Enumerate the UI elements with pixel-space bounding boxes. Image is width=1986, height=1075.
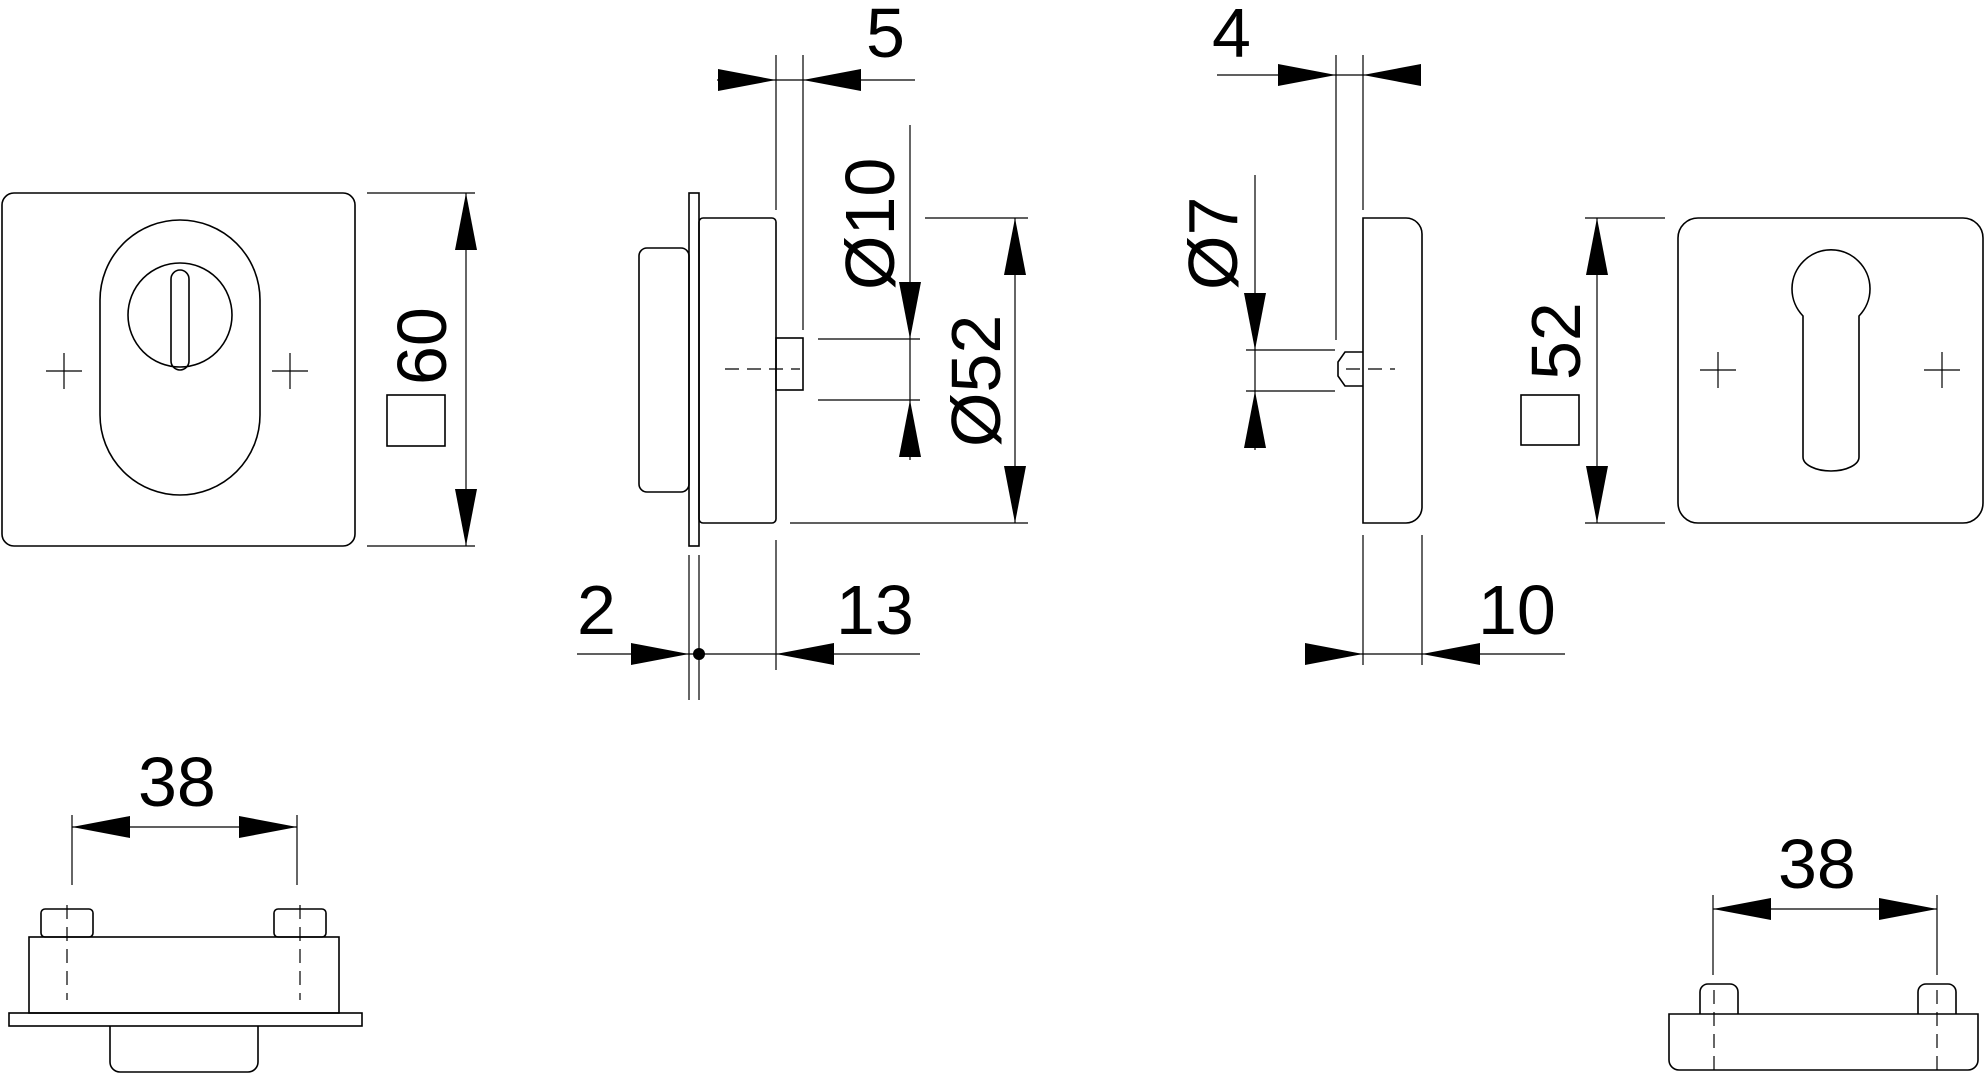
plus-center-icon — [46, 353, 82, 389]
blind-rose-top-body — [1668, 1013, 1979, 1071]
key-slot — [170, 269, 190, 371]
fixing-distance-left-label: 38 — [138, 743, 216, 821]
inner-body — [638, 247, 690, 493]
dimension-arrow — [1586, 218, 1608, 275]
blind-rose-top-view: 38 — [1668, 825, 1979, 1071]
cylinder-stub — [775, 337, 804, 391]
square-rose-outline — [1, 192, 356, 547]
fixing-stud-left — [1699, 983, 1739, 1014]
dimension-arrow — [1278, 64, 1336, 86]
rose-thickness-right-label: 10 — [1478, 571, 1556, 649]
dimension-arrow — [1879, 898, 1937, 920]
dimension-arrow — [776, 643, 834, 665]
rose-body — [698, 217, 777, 524]
cylinder-rose-side-view: 5 Ø10 Ø52 2 13 — [577, 0, 1028, 700]
plate-thickness-label: 2 — [577, 571, 616, 649]
profile-rose-front-view: 52 — [1517, 217, 1984, 524]
plus-center-icon — [272, 353, 308, 389]
dimension-arrow — [1004, 466, 1026, 523]
escutcheon-top-view: 38 — [8, 743, 363, 1073]
dimension-arrow — [1305, 643, 1363, 665]
spindle-projection-label: 4 — [1212, 0, 1251, 72]
dimension-arrow — [1244, 391, 1266, 448]
dimension-arrow — [455, 193, 477, 250]
dimension-arrow — [1713, 898, 1771, 920]
fixing-distance-right-label: 38 — [1778, 825, 1856, 903]
dimension-arrow — [72, 816, 130, 838]
spindle-diameter-label: Ø7 — [1174, 197, 1252, 290]
fixing-stud-right — [1917, 983, 1957, 1014]
dimension-arrow — [631, 643, 689, 665]
cylinder-housing — [109, 1026, 259, 1073]
profile-cylinder-cutout — [1791, 249, 1871, 472]
mounting-plate — [688, 192, 700, 547]
cylinder-diameter-label: Ø10 — [831, 158, 909, 290]
square-size-icon — [1520, 394, 1580, 446]
dimension-arrow — [803, 69, 861, 91]
dimension-arrow — [1422, 643, 1480, 665]
square-rose-outline — [1677, 217, 1984, 524]
escutcheon-size-label: 60 — [383, 307, 461, 385]
dimension-arrow — [899, 400, 921, 457]
dimension-arrow — [1363, 64, 1421, 86]
rose-thickness-left-label: 13 — [836, 571, 914, 649]
oval-cylinder-rose — [99, 219, 261, 496]
dimension-arrow — [899, 282, 921, 339]
rose-top-body — [28, 936, 340, 1014]
dimension-arrow — [455, 489, 477, 546]
dimension-arrow — [1004, 218, 1026, 275]
dimension-arrow — [1244, 293, 1266, 350]
dimension-arrow — [239, 816, 297, 838]
dimension-arrow — [718, 69, 776, 91]
plus-center-icon — [1924, 352, 1960, 388]
dimension-arrow — [1586, 466, 1608, 523]
cylinder-cover-disc — [127, 262, 233, 368]
dimension-dot — [693, 648, 705, 660]
spindle-stub — [1337, 351, 1363, 387]
square-size-icon — [386, 394, 446, 447]
base-plate — [8, 1012, 363, 1027]
blind-rose-size-label: 52 — [1517, 302, 1595, 380]
cylinder-projection-label: 5 — [866, 0, 905, 72]
blind-rose-body — [1362, 217, 1423, 524]
escutcheon-front-view: 60 — [1, 192, 477, 547]
blind-rose-side-view: 4 Ø7 10 — [1174, 0, 1565, 665]
plus-center-icon — [1700, 352, 1736, 388]
rose-diameter-label: Ø52 — [937, 315, 1015, 447]
